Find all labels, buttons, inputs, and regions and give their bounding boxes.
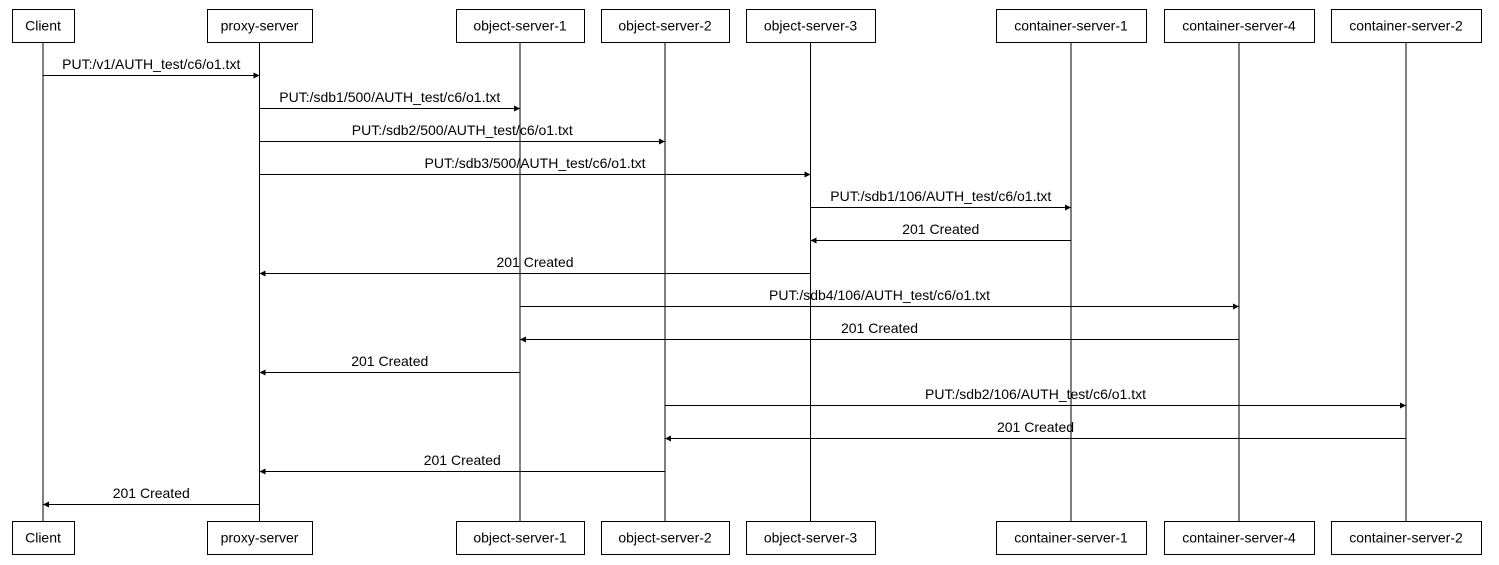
participant-bottom-proxy: proxy-server bbox=[207, 521, 313, 555]
participant-box bbox=[1164, 9, 1315, 43]
message-label: 201 Created bbox=[351, 353, 428, 369]
participant-box bbox=[996, 9, 1147, 43]
participant-label: Client bbox=[25, 18, 61, 34]
message-label: 201 Created bbox=[997, 419, 1074, 435]
participant-top-cont4: container-server-4 bbox=[1164, 9, 1315, 43]
message: 201 Created bbox=[259, 452, 665, 475]
participant-label: object-server-1 bbox=[473, 18, 567, 34]
participant-box bbox=[1331, 521, 1482, 555]
message: 201 Created bbox=[520, 320, 1239, 343]
participant-top-obj1: object-server-1 bbox=[456, 9, 585, 43]
message-label: PUT:/v1/AUTH_test/c6/o1.txt bbox=[62, 56, 240, 72]
message: PUT:/sdb1/106/AUTH_test/c6/o1.txt bbox=[810, 188, 1071, 211]
message: PUT:/sdb3/500/AUTH_test/c6/o1.txt bbox=[259, 155, 811, 178]
participant-top-client: Client bbox=[12, 9, 75, 43]
participant-box bbox=[456, 521, 585, 555]
participant-label: object-server-3 bbox=[764, 530, 858, 546]
message-label: PUT:/sdb3/500/AUTH_test/c6/o1.txt bbox=[425, 155, 646, 171]
participant-label: object-server-3 bbox=[764, 18, 858, 34]
participant-box bbox=[1164, 521, 1315, 555]
message-label: 201 Created bbox=[496, 254, 573, 270]
participant-bottom-obj1: object-server-1 bbox=[456, 521, 585, 555]
message-label: PUT:/sdb4/106/AUTH_test/c6/o1.txt bbox=[769, 287, 990, 303]
message-label: PUT:/sdb2/500/AUTH_test/c6/o1.txt bbox=[352, 122, 573, 138]
participant-label: container-server-4 bbox=[1182, 18, 1296, 34]
participant-top-proxy: proxy-server bbox=[207, 9, 313, 43]
message-label: PUT:/sdb2/106/AUTH_test/c6/o1.txt bbox=[925, 386, 1146, 402]
participant-top-cont2: container-server-2 bbox=[1331, 9, 1482, 43]
participant-bottom-cont1: container-server-1 bbox=[996, 521, 1147, 555]
participant-label: proxy-server bbox=[221, 530, 299, 546]
message-label: PUT:/sdb1/106/AUTH_test/c6/o1.txt bbox=[830, 188, 1051, 204]
message-label: 201 Created bbox=[841, 320, 918, 336]
participant-label: object-server-2 bbox=[618, 18, 712, 34]
participant-label: container-server-1 bbox=[1014, 530, 1128, 546]
participant-box bbox=[456, 9, 585, 43]
participant-top-obj3: object-server-3 bbox=[746, 9, 876, 43]
message: 201 Created bbox=[259, 254, 811, 277]
participant-bottom-client: Client bbox=[12, 521, 75, 555]
participant-bottom-cont4: container-server-4 bbox=[1164, 521, 1315, 555]
message: 201 Created bbox=[259, 353, 520, 376]
participant-label: container-server-1 bbox=[1014, 18, 1128, 34]
participant-bottom-obj3: object-server-3 bbox=[746, 521, 876, 555]
participant-label: object-server-1 bbox=[473, 530, 567, 546]
participant-box bbox=[746, 521, 876, 555]
message: PUT:/sdb1/500/AUTH_test/c6/o1.txt bbox=[259, 89, 520, 112]
message: PUT:/sdb4/106/AUTH_test/c6/o1.txt bbox=[520, 287, 1239, 310]
message: PUT:/sdb2/500/AUTH_test/c6/o1.txt bbox=[259, 122, 665, 145]
message-label: 201 Created bbox=[424, 452, 501, 468]
participant-box bbox=[207, 521, 313, 555]
participant-box bbox=[207, 9, 313, 43]
participant-box bbox=[996, 521, 1147, 555]
message: 201 Created bbox=[810, 221, 1071, 244]
participant-top-cont1: container-server-1 bbox=[996, 9, 1147, 43]
message: 201 Created bbox=[665, 419, 1406, 442]
participant-box bbox=[746, 9, 876, 43]
participant-box bbox=[1331, 9, 1482, 43]
participant-top-obj2: object-server-2 bbox=[601, 9, 730, 43]
participant-box bbox=[12, 9, 75, 43]
participant-label: Client bbox=[25, 530, 61, 546]
participant-label: object-server-2 bbox=[618, 530, 712, 546]
message-label: 201 Created bbox=[902, 221, 979, 237]
message: PUT:/sdb2/106/AUTH_test/c6/o1.txt bbox=[665, 386, 1406, 409]
participant-box bbox=[12, 521, 75, 555]
participant-box bbox=[601, 521, 730, 555]
participant-bottom-obj2: object-server-2 bbox=[601, 521, 730, 555]
message: PUT:/v1/AUTH_test/c6/o1.txt bbox=[43, 56, 260, 79]
participant-bottom-cont2: container-server-2 bbox=[1331, 521, 1482, 555]
message-label: 201 Created bbox=[113, 485, 190, 501]
message-label: PUT:/sdb1/500/AUTH_test/c6/o1.txt bbox=[279, 89, 500, 105]
participant-label: container-server-2 bbox=[1349, 530, 1463, 546]
participant-box bbox=[601, 9, 730, 43]
message: 201 Created bbox=[43, 485, 260, 508]
participant-label: proxy-server bbox=[221, 18, 299, 34]
participant-label: container-server-4 bbox=[1182, 530, 1296, 546]
participant-label: container-server-2 bbox=[1349, 18, 1463, 34]
